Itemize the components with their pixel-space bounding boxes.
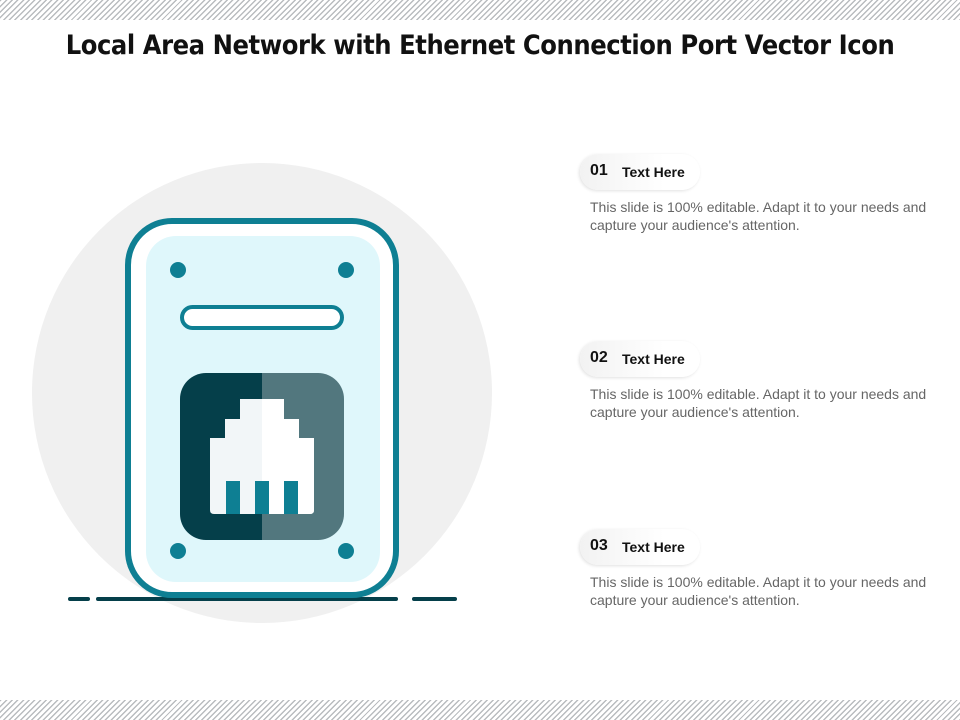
- item-number-pill: 03 Text Here: [580, 529, 700, 565]
- item-description: This slide is 100% editable. Adapt it to…: [590, 386, 927, 420]
- device-slot: [180, 305, 344, 330]
- item-number-pill: 02 Text Here: [580, 341, 700, 377]
- screw-icon: [338, 543, 354, 559]
- socket-pin: [226, 481, 240, 514]
- list-item: 01 Text Here This slide is 100% editable…: [580, 154, 940, 234]
- item-number: 03: [590, 537, 608, 554]
- screw-icon: [170, 543, 186, 559]
- screw-icon: [170, 262, 186, 278]
- item-number: 01: [590, 162, 608, 179]
- item-label: Text Here: [622, 164, 685, 180]
- screw-icon: [338, 262, 354, 278]
- page-title: Local Area Network with Ethernet Connect…: [65, 30, 895, 61]
- top-stripe-band: [0, 0, 960, 20]
- item-description: This slide is 100% editable. Adapt it to…: [590, 199, 927, 233]
- item-number: 02: [590, 349, 608, 366]
- socket-pin: [284, 481, 298, 514]
- item-label: Text Here: [622, 351, 685, 367]
- rj45-socket-highlight: [262, 399, 314, 514]
- item-description: This slide is 100% editable. Adapt it to…: [590, 574, 927, 608]
- item-label: Text Here: [622, 539, 685, 555]
- bottom-stripe-band: [0, 700, 960, 720]
- socket-pin: [255, 481, 269, 514]
- list-item: 03 Text Here This slide is 100% editable…: [580, 529, 940, 609]
- item-number-pill: 01 Text Here: [580, 154, 700, 190]
- list-item: 02 Text Here This slide is 100% editable…: [580, 341, 940, 421]
